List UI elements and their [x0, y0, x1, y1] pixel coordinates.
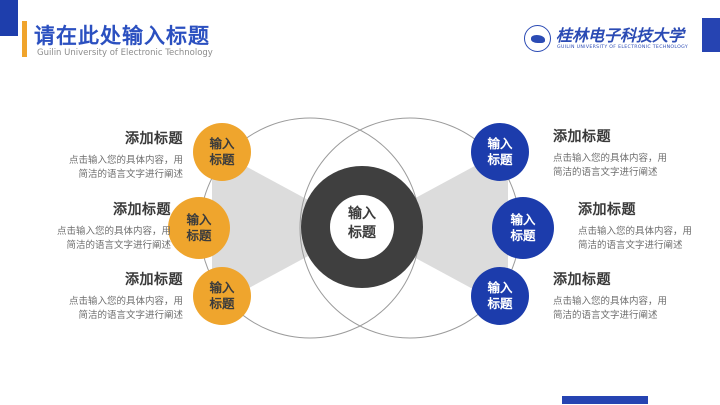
- left-circle-1: 输入 标题: [193, 123, 251, 181]
- header-accent-right-rect: [702, 18, 720, 52]
- right-circle-1: 输入 标题: [471, 123, 529, 181]
- right-circle-3-line1: 输入: [487, 280, 513, 295]
- right-circle-2-line1: 输入: [510, 212, 536, 227]
- right-heading-3: 添加标题: [553, 272, 611, 288]
- right-circle-3: 输入 标题: [471, 267, 529, 325]
- left-text-block-2: 添加标题 点击输入您的具体内容，用 简洁的语言文字进行阐述: [3, 199, 171, 252]
- slide-subtitle: Guilin University of Electronic Technolo…: [37, 48, 213, 58]
- right-triangle: [360, 148, 508, 308]
- right-circle-2-line2: 标题: [510, 228, 536, 243]
- bottom-accent-bar: [562, 396, 648, 404]
- right-heading-1: 添加标题: [553, 129, 611, 145]
- center-title-placeholder: 输入 标题: [322, 205, 402, 243]
- left-circle-3-line1: 输入: [209, 280, 235, 295]
- header-accent-square: [0, 0, 18, 36]
- left-circle-2-line1: 输入: [186, 212, 212, 227]
- left-circle-3-line2: 标题: [209, 296, 235, 311]
- left-circle-3: 输入 标题: [193, 267, 251, 325]
- left-body-2: 点击输入您的具体内容，用 简洁的语言文字进行阐述: [56, 226, 171, 251]
- right-circle-1-line2: 标题: [487, 152, 513, 167]
- right-body-2: 点击输入您的具体内容，用 简洁的语言文字进行阐述: [578, 226, 693, 251]
- left-circle-1-line1: 输入: [209, 136, 235, 151]
- left-text-block-3: 添加标题 点击输入您的具体内容，用 简洁的语言文字进行阐述: [15, 269, 183, 322]
- right-text-block-1: 添加标题 点击输入您的具体内容，用 简洁的语言文字进行阐述: [553, 126, 720, 179]
- left-heading-2: 添加标题: [113, 202, 171, 218]
- center-donut-hole: [330, 195, 394, 259]
- right-circle-3-line2: 标题: [487, 296, 513, 311]
- left-triangle: [212, 148, 360, 308]
- right-body-1: 点击输入您的具体内容，用 简洁的语言文字进行阐述: [553, 153, 668, 178]
- right-heading-2: 添加标题: [578, 202, 636, 218]
- right-circle-2: 输入 标题: [492, 197, 554, 259]
- left-heading-1: 添加标题: [125, 131, 183, 147]
- university-name-cn: 桂林电子科技大学: [556, 26, 685, 45]
- left-text-block-1: 添加标题 点击输入您的具体内容，用 简洁的语言文字进行阐述: [15, 128, 183, 181]
- center-title-line2: 标题: [348, 225, 376, 241]
- left-circle-2-line2: 标题: [186, 228, 212, 243]
- left-heading-3: 添加标题: [125, 272, 183, 288]
- slide-title: 请在此处输入标题: [34, 24, 210, 48]
- university-logo: 桂林电子科技大学 GUILIN UNIVERSITY OF ELECTRONIC…: [524, 18, 702, 58]
- university-name-en: GUILIN UNIVERSITY OF ELECTRONIC TECHNOLO…: [557, 44, 689, 50]
- left-circle-2: 输入 标题: [168, 197, 230, 259]
- center-title-line1: 输入: [348, 206, 376, 222]
- left-body-3: 点击输入您的具体内容，用 简洁的语言文字进行阐述: [68, 296, 183, 321]
- left-body-1: 点击输入您的具体内容，用 简洁的语言文字进行阐述: [68, 155, 183, 180]
- header-accent-yellow-bar: [22, 21, 27, 57]
- right-circle-1-line1: 输入: [487, 136, 513, 151]
- right-text-block-2: 添加标题 点击输入您的具体内容，用 简洁的语言文字进行阐述: [578, 199, 720, 252]
- right-body-3: 点击输入您的具体内容，用 简洁的语言文字进行阐述: [553, 296, 668, 321]
- university-seal-icon: [524, 25, 551, 52]
- right-text-block-3: 添加标题 点击输入您的具体内容，用 简洁的语言文字进行阐述: [553, 269, 720, 322]
- left-circle-1-line2: 标题: [209, 152, 235, 167]
